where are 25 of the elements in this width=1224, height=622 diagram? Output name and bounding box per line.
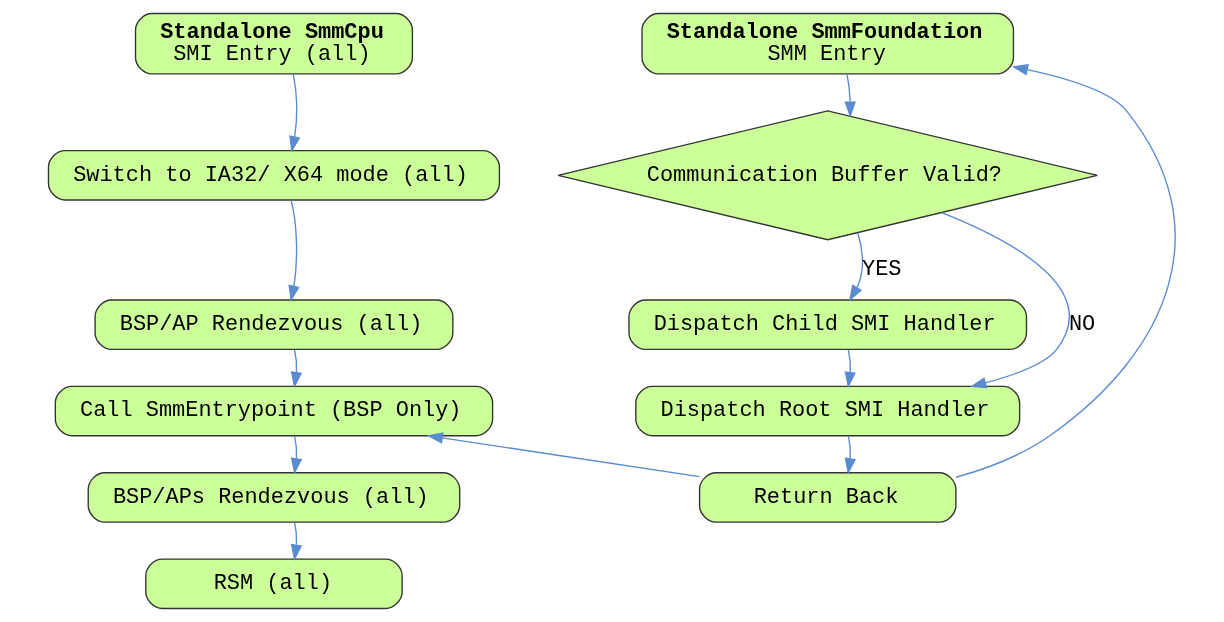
- node-box: Switch to IA32/ X64 mode (all): [47, 149, 501, 201]
- arrow: [426, 432, 700, 478]
- node-box: BSP/AP Rendezvous (all): [94, 299, 454, 351]
- arrow: [955, 64, 1176, 478]
- node-box: Standalone SmmCpu SMI Entry (all): [134, 12, 414, 75]
- node-box: Standalone SmmFoundation SMM Entry: [641, 12, 1015, 75]
- arrow: [844, 349, 856, 389]
- edge-label: NO: [1068, 311, 1096, 337]
- node-diamond: Communication Buffer Valid?: [557, 110, 1098, 241]
- arrow: [289, 73, 301, 153]
- node-box: Return Back: [698, 472, 957, 523]
- node-box: RSM (all): [145, 558, 403, 610]
- arrow: [290, 435, 303, 475]
- node-box: Call SmmEntrypoint (BSP Only): [54, 385, 494, 437]
- edge-label: YES: [862, 257, 902, 283]
- arrow: [290, 521, 303, 561]
- node-box: BSP/APs Rendezvous (all): [87, 472, 461, 523]
- arrow: [848, 232, 864, 302]
- arrow: [940, 211, 1070, 389]
- arrow: [290, 349, 303, 389]
- arrow: [844, 73, 856, 118]
- node-box: Dispatch Root SMI Handler: [635, 385, 1021, 437]
- arrow: [288, 199, 300, 302]
- node-box: Dispatch Child SMI Handler: [628, 299, 1028, 351]
- arrow: [844, 435, 856, 475]
